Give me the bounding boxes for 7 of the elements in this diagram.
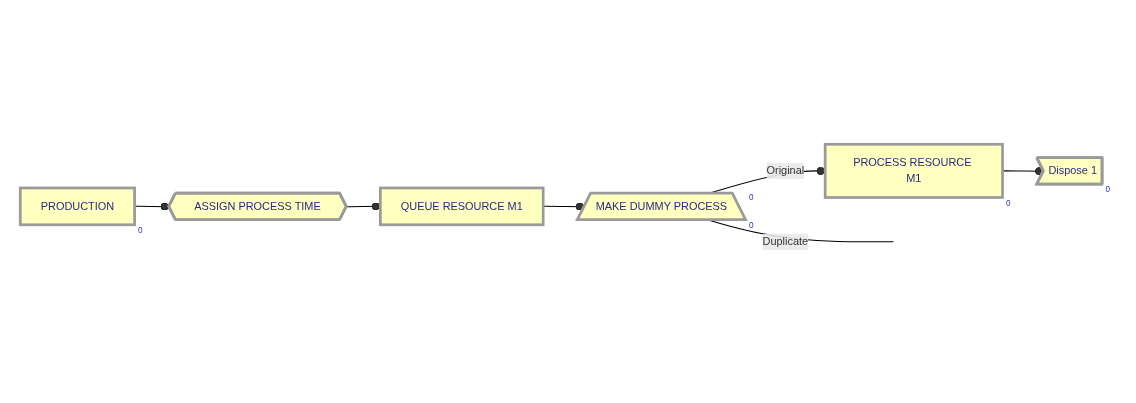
node-box: PROCESS RESOURCE M1 bbox=[823, 142, 1004, 199]
node-box: QUEUE RESOURCE M1 bbox=[378, 186, 545, 227]
edge-label: Duplicate bbox=[762, 235, 809, 248]
edge-label: Original bbox=[766, 164, 805, 177]
node-box: PRODUCTION bbox=[18, 186, 136, 227]
connector bbox=[134, 202, 170, 211]
connector bbox=[346, 202, 381, 211]
